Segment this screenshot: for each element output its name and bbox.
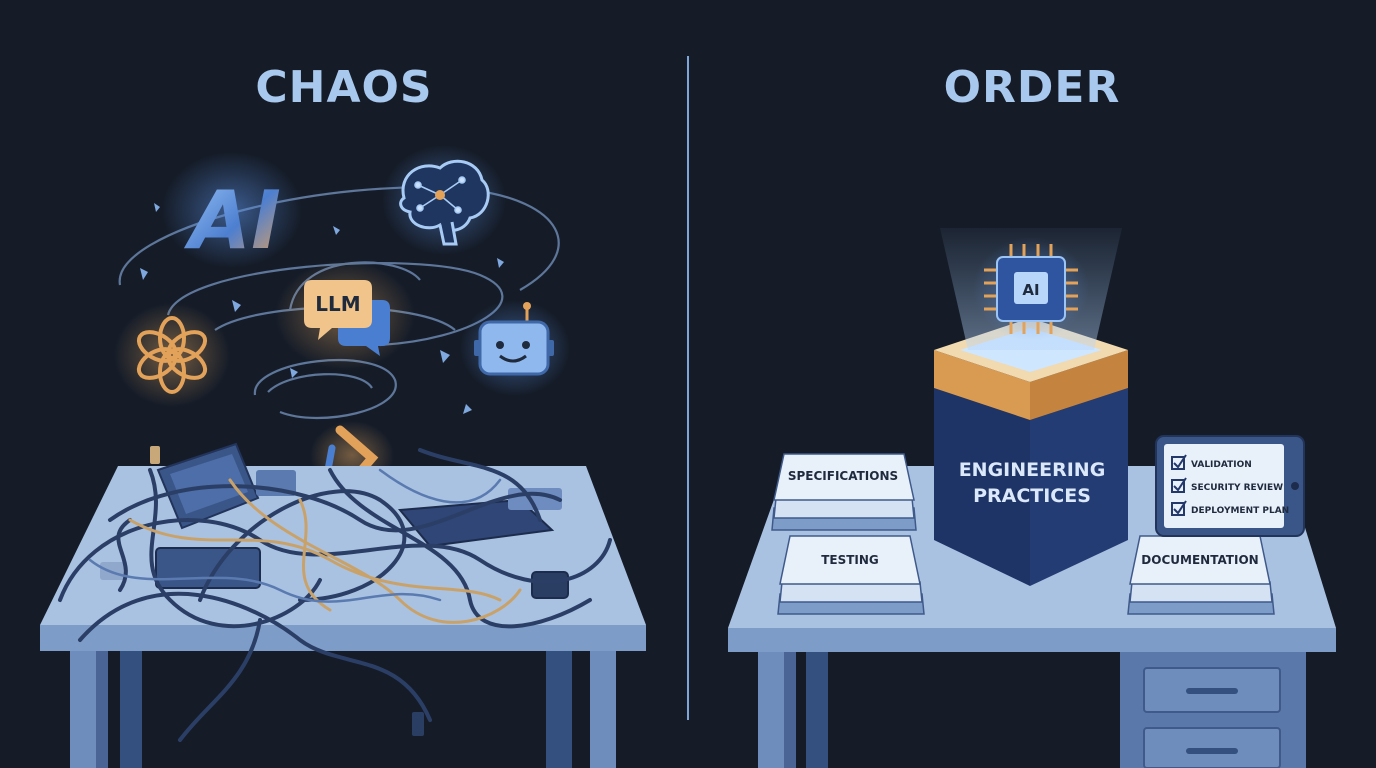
testing-label: TESTING xyxy=(821,553,879,567)
robot-icon xyxy=(460,300,570,396)
ai-chip-icon: AI xyxy=(973,237,1089,341)
checklist-item: VALIDATION xyxy=(1191,460,1252,470)
specifications-doc: SPECIFICATIONS xyxy=(771,453,917,531)
llm-chat-icon: LLM xyxy=(275,260,415,370)
ai-logo-icon: AI xyxy=(162,152,302,268)
floating-shards xyxy=(140,203,504,414)
checklist-item: SECURITY REVIEW xyxy=(1191,483,1283,493)
chaos-title: CHAOS xyxy=(255,62,432,113)
openai-knot-icon xyxy=(114,303,230,407)
documentation-doc: DOCUMENTATION xyxy=(1127,535,1275,615)
tangled-cables xyxy=(58,448,612,742)
box-label-line2: PRACTICES xyxy=(973,485,1091,507)
checklist-tablet: VALIDATION SECURITY REVIEW DEPLOYMENT PL… xyxy=(1155,435,1305,537)
documentation-label: DOCUMENTATION xyxy=(1141,553,1258,567)
order-title: ORDER xyxy=(944,62,1121,113)
check-icon xyxy=(1171,454,1187,516)
chip-label: AI xyxy=(1022,281,1039,299)
brain-icon xyxy=(382,145,506,255)
box-label-line1: ENGINEERING xyxy=(959,459,1106,481)
ai-logo-text: AI xyxy=(183,174,281,267)
llm-bubble-text: LLM xyxy=(315,292,360,316)
testing-doc: TESTING xyxy=(777,535,925,615)
checklist-item: DEPLOYMENT PLAN xyxy=(1191,506,1289,516)
engineering-practices-box: ENGINEERING PRACTICES xyxy=(934,318,1128,586)
specifications-label: SPECIFICATIONS xyxy=(788,469,898,483)
